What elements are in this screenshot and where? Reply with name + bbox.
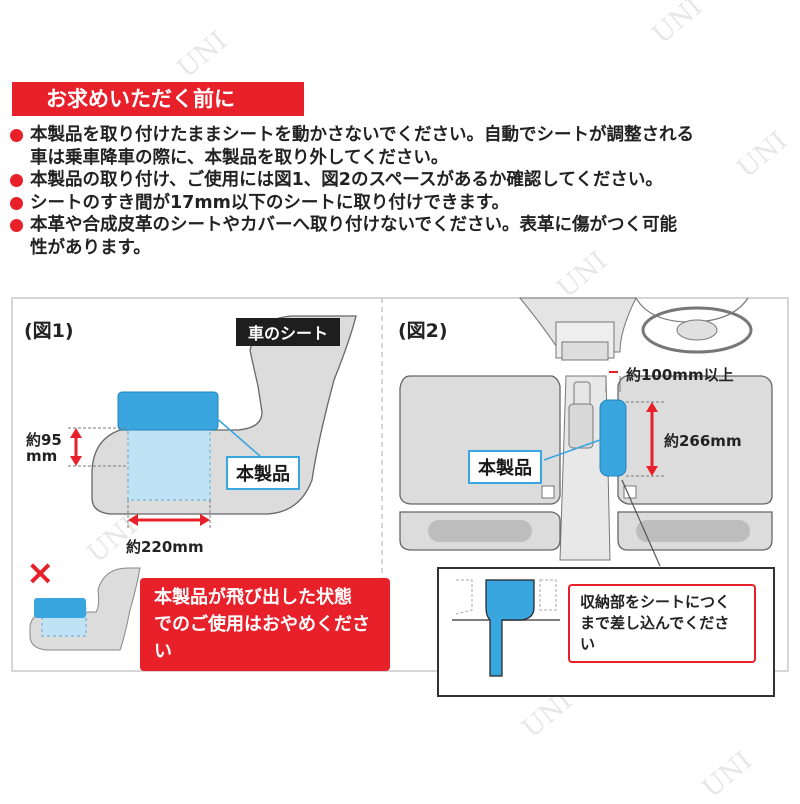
seat-title: 車のシート (236, 318, 341, 346)
bullet-icon (10, 219, 23, 232)
note-item-continuation: 車は乗車降車の際に、本製品を取り外してください。 (10, 147, 795, 170)
note-item-continuation: 性があります。 (10, 237, 795, 260)
height-dimension-unit: mm (26, 447, 58, 465)
warning-line: 本製品が飛び出した状態 (154, 587, 352, 608)
note-item: シートのすき間が17mm以下のシートに取り付けできます。 (10, 192, 795, 215)
note-item: 本革や合成皮革のシートやカバーへ取り付けないでください。表革に傷がつく可能 (10, 214, 795, 237)
note-text: 本製品を取り付けたままシートを動かさないでください。自動でシートが調整される (30, 125, 694, 145)
length-dimension: 約266mm (664, 432, 742, 450)
notes-list: 本製品を取り付けたままシートを動かさないでください。自動でシートが調整される 車… (10, 124, 795, 259)
figures-frame (11, 297, 789, 672)
note-text: 本革や合成皮革のシートやカバーへ取り付けないでください。表革に傷がつく可能 (30, 215, 677, 235)
instruction-callout: 収納部をシートにつく まで差し込んでください (568, 584, 756, 663)
note-text: シートのすき間が17mm以下のシートに取り付けできます。 (30, 192, 510, 213)
warning-callout: 本製品が飛び出した状態 でのご使用はおやめください (140, 578, 390, 671)
note-text: 本製品の取り付け、ご使用には図1、図2のスペースがあるか確認してください。 (30, 170, 663, 190)
ng-seat-illustration (29, 567, 141, 651)
product-label: 本製品 (468, 450, 542, 484)
height-dimension: 約95 mm (26, 432, 62, 464)
figure1-seat-illustration (68, 315, 357, 530)
instruction-line: まで差し込んでください (580, 614, 730, 653)
instruction-line: 収納部をシートにつく (580, 593, 731, 611)
width-dimension: 約220mm (126, 538, 204, 556)
note-text: 性があります。 (30, 237, 151, 258)
figure1-label: (図1) (24, 320, 74, 342)
note-item: 本製品の取り付け、ご使用には図1、図2のスペースがあるか確認してください。 (10, 169, 795, 192)
bullet-icon (10, 129, 23, 142)
product-label: 本製品 (226, 456, 300, 490)
note-text: 車は乗車降車の際に、本製品を取り外してください。 (30, 147, 449, 168)
height-dimension-value: 約95 (26, 431, 62, 449)
gap-dimension: 約100mm以上 (626, 366, 734, 384)
ng-cross-icon: × (26, 553, 55, 593)
page-title: お求めいただく前に (12, 82, 304, 116)
figure2-label: (図2) (398, 320, 448, 342)
warning-line: でのご使用はおやめください (154, 614, 370, 662)
note-item: 本製品を取り付けたままシートを動かさないでください。自動でシートが調整される (10, 124, 795, 147)
bullet-icon (10, 174, 23, 187)
bullet-icon (10, 196, 23, 210)
